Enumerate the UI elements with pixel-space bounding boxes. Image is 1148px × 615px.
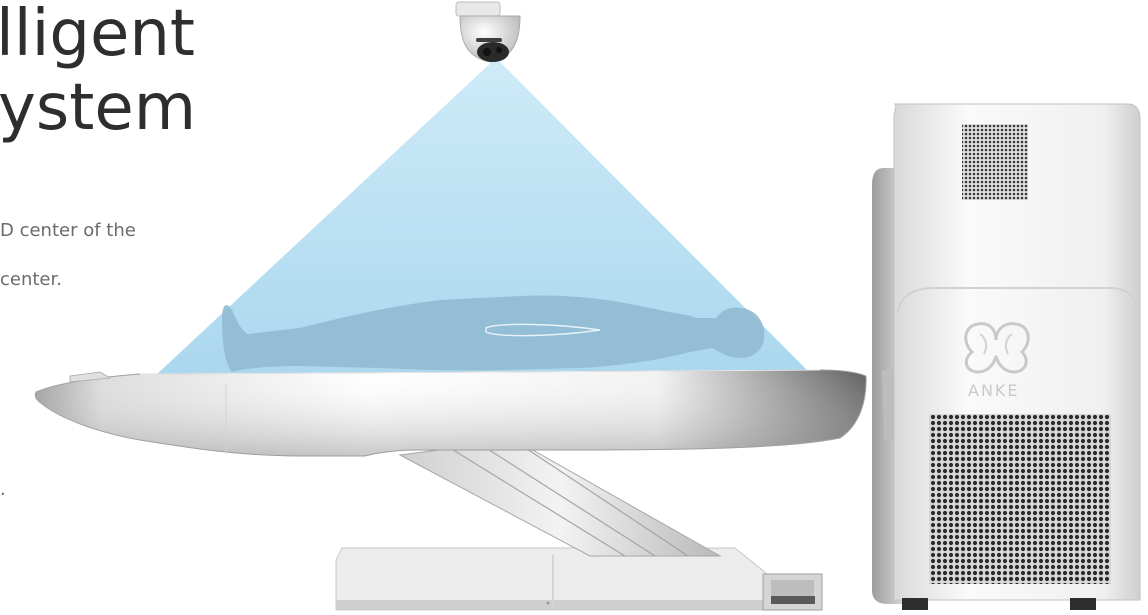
table-base <box>336 548 822 610</box>
ceiling-camera-icon <box>456 2 520 62</box>
table-column <box>400 440 720 556</box>
equipment-cabinet <box>872 104 1140 610</box>
patient-table <box>35 370 866 456</box>
brand-text: ANKE <box>968 381 1020 400</box>
